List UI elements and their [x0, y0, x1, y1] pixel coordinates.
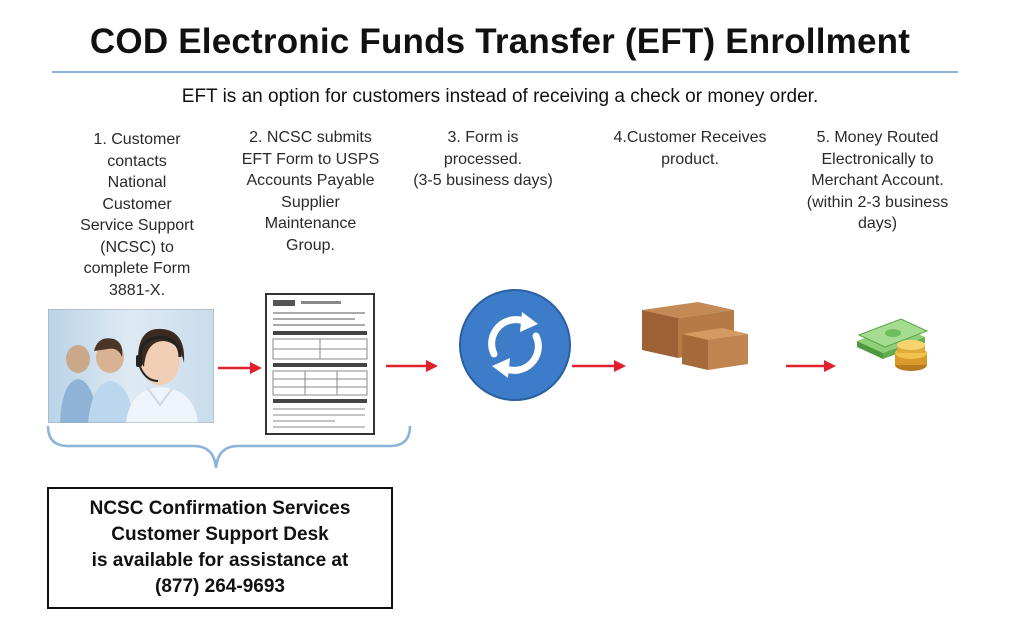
step-4-text: 4.Customer Receives product. — [613, 129, 767, 168]
grouping-bracket — [46, 425, 412, 469]
form-document-icon — [265, 293, 375, 435]
flow-arrow-2 — [386, 360, 438, 372]
support-desk-box: NCSC Confirmation Services Customer Supp… — [47, 487, 393, 609]
step-5-text: 5. Money Routed Electronically to Mercha… — [806, 129, 949, 232]
step-2-text: 2. NCSC submits EFT Form to USPS Account… — [241, 129, 380, 254]
flow-arrow-4 — [786, 360, 836, 372]
step-3-text: 3. Form is processed. (3-5 business days… — [413, 129, 553, 189]
flow-arrow-3 — [572, 360, 626, 372]
boxes-icon — [642, 302, 748, 370]
step-1-text: 1. Customer contacts National Customer S… — [80, 131, 194, 299]
money-icon — [857, 318, 929, 371]
support-phone: (877) 264-9693 — [155, 576, 285, 597]
flow-arrow-1 — [218, 362, 262, 374]
diagram-subtitle: EFT is an option for customers instead o… — [181, 86, 819, 107]
title-underline — [52, 71, 958, 73]
call-center-agents-photo — [48, 309, 214, 423]
process-cycle-icon — [459, 289, 571, 401]
support-line-1: NCSC Confirmation Services — [89, 498, 351, 519]
support-line-2: Customer Support Desk — [111, 524, 329, 545]
support-line-3: is available for assistance at — [91, 550, 349, 571]
diagram-title: COD Electronic Funds Transfer (EFT) Enro… — [89, 22, 911, 61]
